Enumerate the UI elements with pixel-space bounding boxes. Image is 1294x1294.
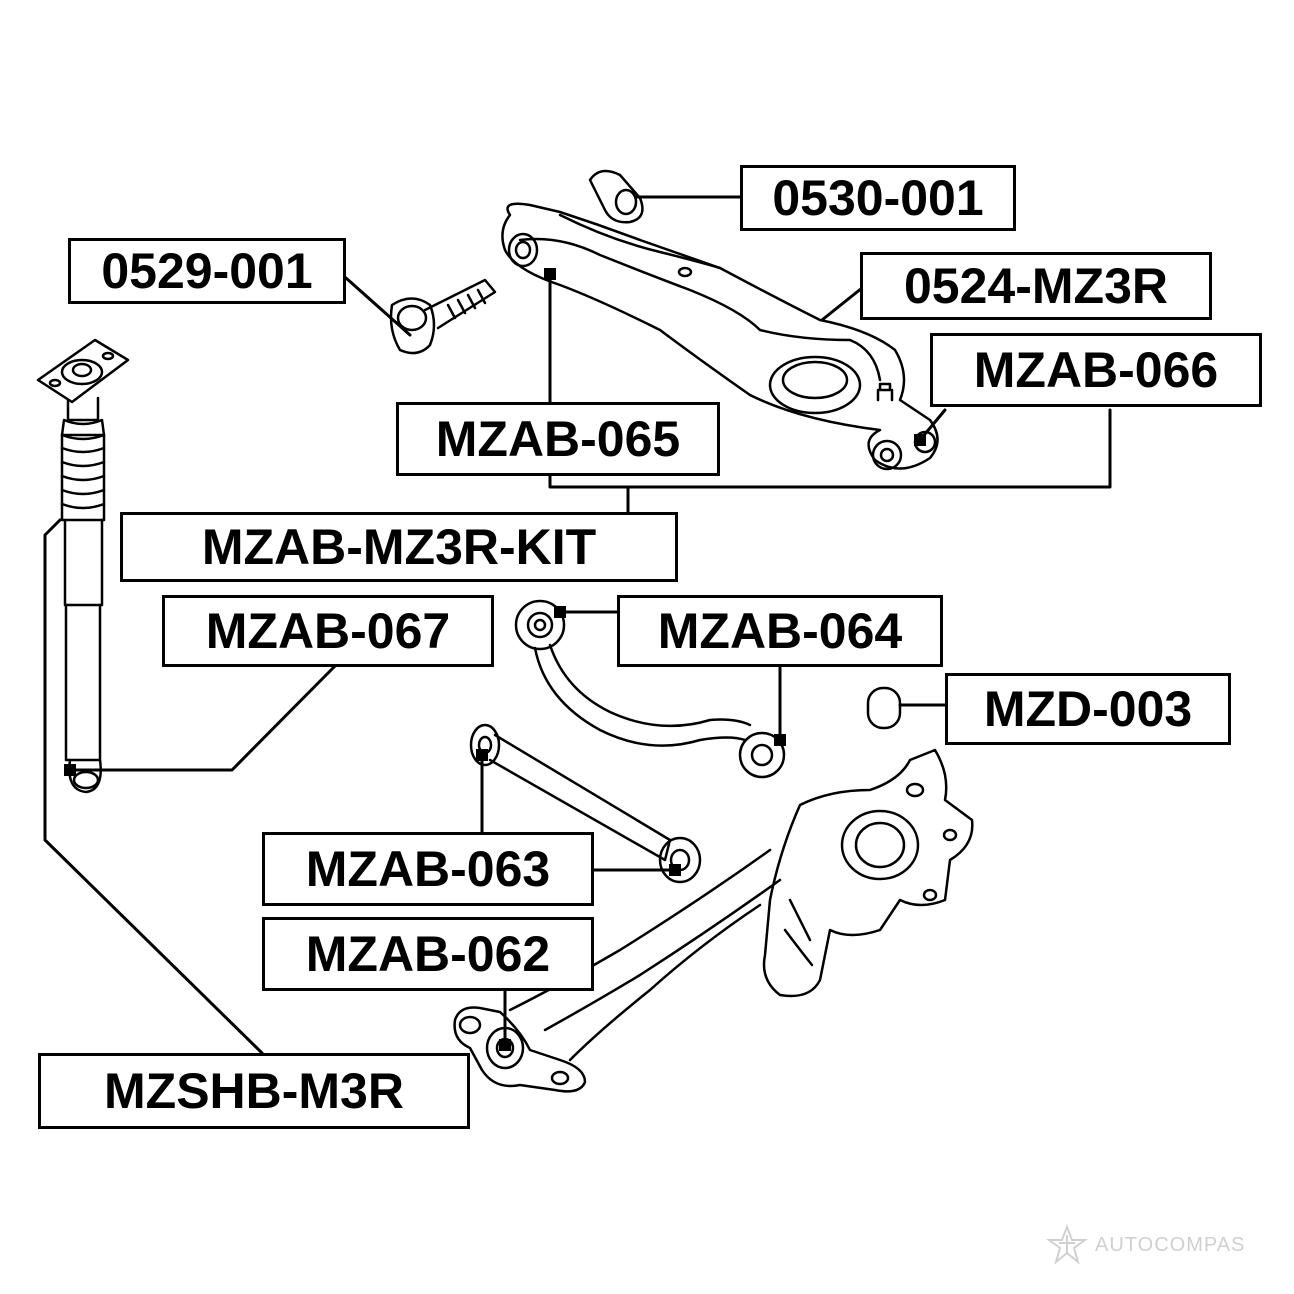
label-text: 0530-001	[772, 170, 984, 226]
knuckle-trailing-arm-drawing	[453, 748, 974, 1093]
label-text: MZAB-064	[657, 603, 903, 659]
label-mzshb-m3r: MZSHB-M3R	[38, 1053, 470, 1129]
shock-absorber-drawing	[36, 338, 130, 794]
label-mzab-065: MZAB-065	[396, 402, 720, 476]
watermark-text: AUTOCOMPAS	[1095, 1233, 1246, 1256]
label-text: 0529-001	[101, 243, 313, 299]
label-text: MZD-003	[983, 681, 1193, 737]
label-0524-mz3r: 0524-MZ3R	[860, 252, 1212, 320]
leader-lines	[43, 195, 1112, 1055]
label-mzd-003: MZD-003	[945, 673, 1231, 745]
watermark: AUTOCOMPAS	[1045, 1215, 1285, 1275]
dust-boot-drawing	[866, 686, 902, 730]
washer-drawing	[588, 169, 644, 224]
label-mzab-066: MZAB-066	[930, 333, 1262, 407]
label-text: MZAB-067	[205, 603, 451, 659]
label-text: MZAB-MZ3R-KIT	[201, 519, 597, 575]
label-mzab-064: MZAB-064	[617, 595, 943, 667]
label-text: MZAB-063	[305, 841, 551, 897]
label-text: MZAB-065	[435, 411, 681, 467]
leader-markers	[64, 268, 926, 1051]
curved-link-drawing	[514, 599, 786, 779]
star-logo-icon	[1045, 1224, 1089, 1265]
upper-control-arm-drawing	[501, 202, 939, 471]
label-mzab-067: MZAB-067	[162, 595, 494, 667]
label-text: 0524-MZ3R	[904, 258, 1168, 314]
bolt-drawing	[389, 278, 497, 355]
label-0530-001: 0530-001	[740, 165, 1016, 231]
label-text: MZAB-066	[973, 342, 1219, 398]
label-mzab-mz3r-kit: MZAB-MZ3R-KIT	[120, 512, 678, 582]
label-text: MZAB-062	[305, 926, 551, 982]
label-mzab-063: MZAB-063	[262, 832, 594, 906]
label-0529-001: 0529-001	[68, 238, 346, 304]
label-mzab-062: MZAB-062	[262, 917, 594, 991]
label-text: MZSHB-M3R	[104, 1063, 404, 1119]
